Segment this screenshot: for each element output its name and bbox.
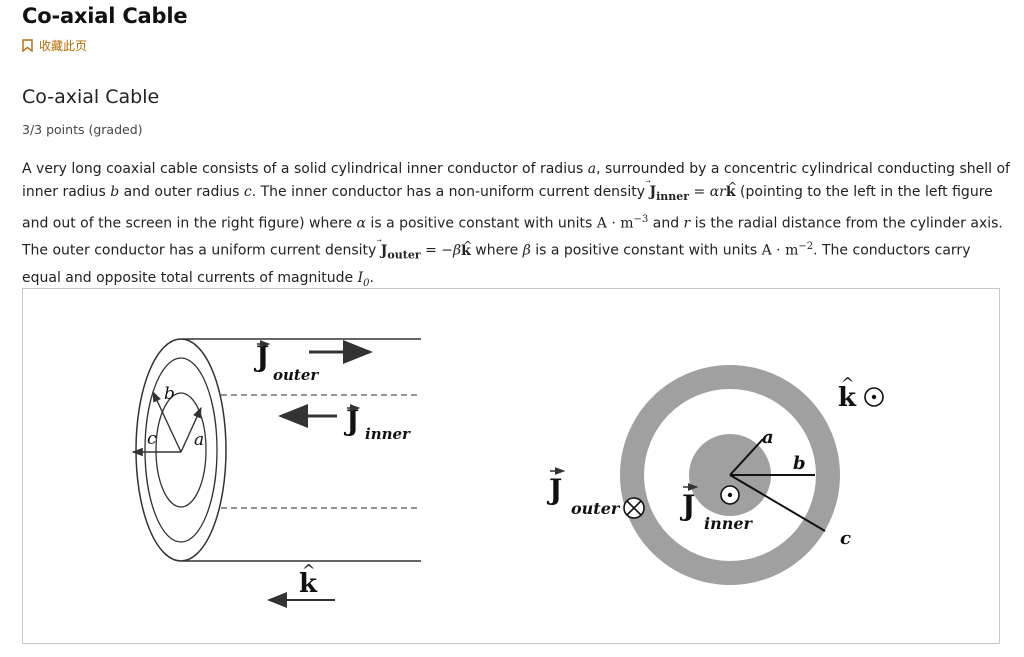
out-of-screen-icon (720, 485, 740, 505)
radius-a-arrow (180, 406, 202, 453)
j-outer-symbol: J (546, 473, 562, 506)
label-c: c (840, 528, 851, 549)
bookmark-label: 收藏此页 (39, 38, 88, 53)
out-of-screen-icon (864, 387, 884, 407)
into-screen-icon (623, 497, 645, 519)
bookmark-button[interactable]: 收藏此页 (22, 36, 87, 54)
cross-section-view: a b c k ^ J outer J inner (546, 365, 884, 585)
figure-panel: b c a J outer J inner k ^ (22, 288, 1000, 644)
page-title: Co-axial Cable (22, 4, 188, 28)
j-inner-symbol: J (343, 404, 359, 437)
radius-c-line (729, 474, 826, 532)
k-hat-symbol: k (299, 569, 318, 599)
j-outer-symbol: J (253, 340, 269, 373)
problem-statement: A very long coaxial cable consists of a … (22, 161, 1010, 289)
label-a: a (194, 430, 204, 450)
j-inner-subscript: inner (704, 514, 754, 533)
label-b: b (164, 384, 175, 404)
label-a: a (762, 427, 774, 448)
j-inner-subscript: inner (365, 425, 411, 443)
j-outer-subscript: outer (273, 366, 319, 384)
points-status: 3/3 points (graded) (22, 122, 143, 137)
k-hat-caret: ^ (302, 561, 315, 580)
radius-b-arrow (152, 390, 182, 453)
k-hat-symbol: k (838, 383, 857, 413)
k-hat-caret: ^ (841, 374, 854, 393)
label-c: c (147, 429, 157, 449)
j-inner-symbol: J (679, 489, 695, 522)
radius-a-line (729, 438, 764, 476)
cylinder-side-view: b c a J outer J inner k ^ (131, 338, 421, 608)
coaxial-cable-figure: b c a J outer J inner k ^ (131, 338, 884, 608)
label-b: b (793, 453, 806, 474)
j-outer-subscript: outer (571, 499, 621, 518)
inner-conductor-ellipse (155, 392, 207, 508)
bookmark-icon (22, 38, 33, 52)
problem-title: Co-axial Cable (22, 86, 160, 108)
